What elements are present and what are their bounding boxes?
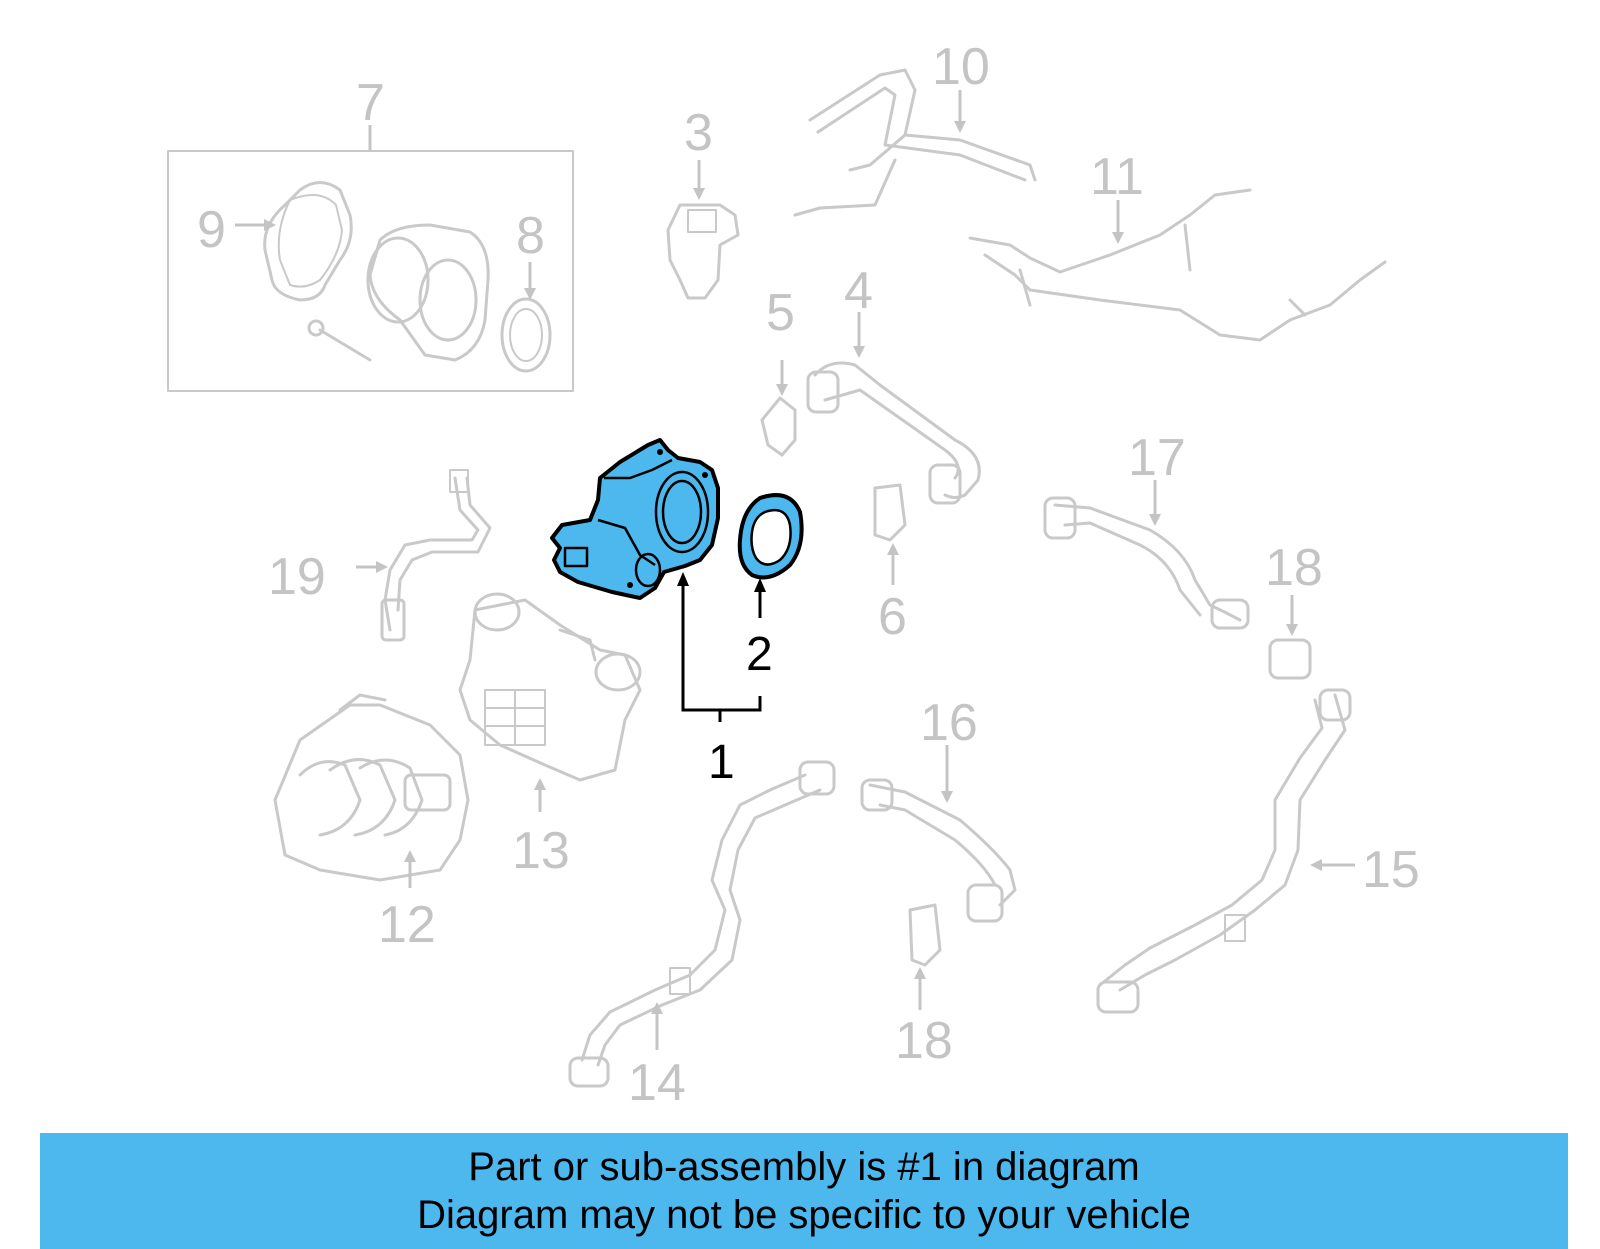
- part-14-pipe: [568, 760, 836, 1088]
- callout-9: 9: [197, 201, 226, 259]
- banner-line-2: Diagram may not be specific to your vehi…: [417, 1193, 1191, 1237]
- callout-2: 2: [746, 628, 773, 681]
- part-3-solenoid: [666, 160, 740, 300]
- callout-19: 19: [268, 548, 326, 606]
- callout-5: 5: [766, 284, 795, 342]
- part-10-pipe: [793, 68, 1037, 217]
- callout-18-lower: 18: [895, 1012, 953, 1070]
- part-12-cooler: [273, 693, 470, 888]
- part-13-valve-block: [458, 592, 642, 812]
- callout-14: 14: [628, 1054, 686, 1112]
- callout-12: 12: [378, 896, 436, 954]
- part-1-throttle-body: [550, 438, 720, 600]
- callout-3: 3: [684, 104, 713, 162]
- part-group-7: [167, 125, 574, 392]
- callout-8: 8: [516, 207, 545, 265]
- part-19-sensor: [356, 469, 492, 642]
- callout-15: 15: [1362, 841, 1420, 899]
- callout-1: 1: [708, 736, 735, 789]
- callout-18-upper: 18: [1265, 539, 1323, 597]
- part-18-cap-upper: [1268, 595, 1312, 680]
- callout-16: 16: [920, 694, 978, 752]
- callout-17: 17: [1128, 429, 1186, 487]
- part-17-pipe: [1043, 480, 1250, 630]
- callout-10: 10: [932, 38, 990, 96]
- part-4-egr-pipe: [806, 312, 981, 505]
- part-18-cap-lower: [908, 903, 942, 1010]
- banner-line-1: Part or sub-assembly is #1 in diagram: [468, 1145, 1140, 1189]
- info-banner: Part or sub-assembly is #1 in diagram Di…: [40, 1133, 1568, 1249]
- callout-6: 6: [878, 588, 907, 646]
- callout-4: 4: [844, 262, 873, 320]
- part-11-harness: [968, 188, 1387, 342]
- part-16-pipe: [860, 745, 1017, 923]
- callout-7: 7: [356, 74, 385, 132]
- part-6-gasket: [873, 483, 907, 585]
- callout-13: 13: [512, 822, 570, 880]
- part-2-gasket: [737, 493, 804, 580]
- callout-leader-1-2: [677, 572, 766, 722]
- callout-11: 11: [1090, 148, 1144, 206]
- part-15-pipe: [1096, 688, 1355, 1014]
- part-5-gasket: [760, 360, 797, 457]
